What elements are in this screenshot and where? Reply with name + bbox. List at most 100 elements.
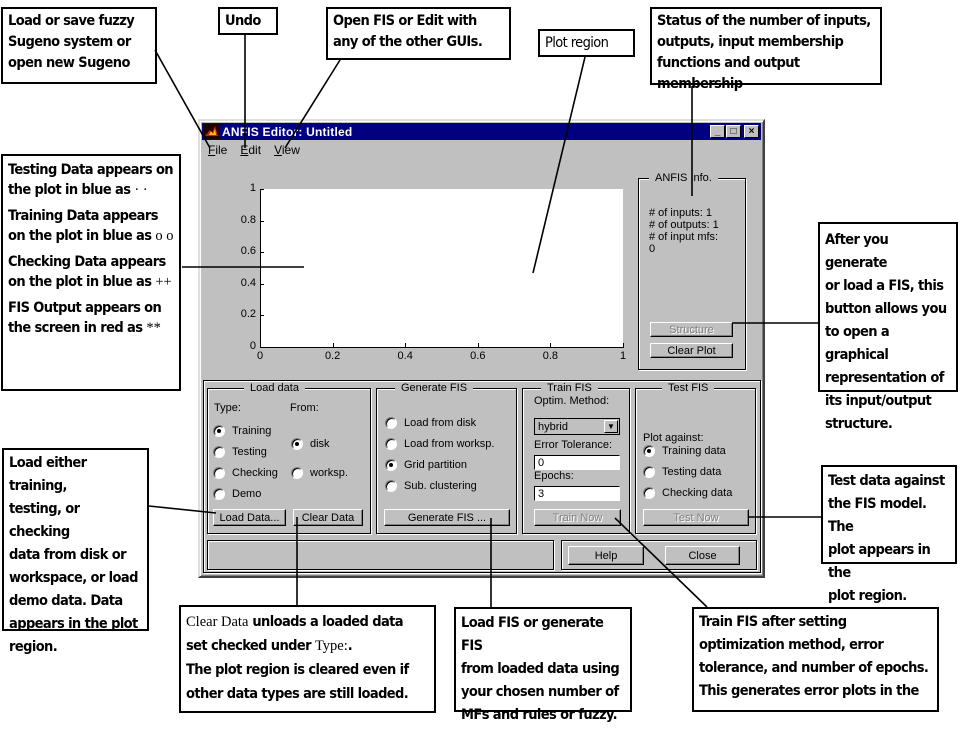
legend-text: Training Data appears on the plot in blu… — [8, 208, 158, 244]
y-tick-label: 0.6 — [240, 245, 256, 258]
radio-type-training[interactable]: Training — [213, 425, 271, 437]
callout-line: its input/output — [825, 393, 932, 409]
test-now-button[interactable]: Test Now — [643, 509, 749, 526]
radio-type-demo[interactable]: Demo — [213, 488, 261, 500]
legend-checking: Checking Data appears on the plot in blu… — [8, 252, 174, 292]
load-data-button[interactable]: Load Data... — [213, 509, 286, 526]
radio-checking-data[interactable]: Checking data — [643, 487, 732, 499]
radio-dot — [385, 438, 397, 450]
close-icon: × — [748, 126, 755, 137]
radio-label: Training — [232, 425, 272, 437]
callout-test-fis: Test data against the FIS model. The plo… — [821, 465, 957, 604]
generate-fis-button[interactable]: Generate FIS ... — [384, 509, 510, 526]
callout-line: from loaded data using — [461, 661, 620, 677]
y-tick-label: 0.4 — [240, 276, 256, 289]
radio-training-data[interactable]: Training data — [643, 445, 726, 457]
x-tick — [260, 343, 261, 347]
structure-button[interactable]: Structure — [650, 322, 733, 337]
callout-load-data: Load either training, testing, or checki… — [2, 448, 149, 655]
callout-line: or load a FIS, this — [825, 278, 944, 294]
radio-label: Load from disk — [404, 417, 477, 429]
callout-line: button allows you — [825, 301, 947, 317]
callout-line: to open a graphical — [825, 324, 890, 363]
menu-label: dit — [248, 143, 262, 157]
close-window-button[interactable]: × — [744, 125, 759, 138]
info-input-mfs-value: 0 — [649, 243, 656, 255]
radio-from-disk[interactable]: disk — [291, 438, 330, 450]
clear-plot-button[interactable]: Clear Plot — [650, 343, 733, 358]
matlab-logo-icon — [204, 124, 219, 139]
dropdown-arrow-icon[interactable]: ▼ — [604, 420, 618, 433]
radio-load-from-workspace[interactable]: Load from worksp. — [385, 438, 494, 450]
optim-method-select[interactable]: hybrid ▼ — [534, 418, 620, 435]
radio-dot — [385, 459, 397, 471]
y-tick — [260, 347, 264, 348]
callout-line: Open FIS or Edit with — [333, 13, 477, 29]
plot-against-label: Plot against: — [643, 432, 704, 444]
menu-view[interactable]: View — [274, 143, 300, 157]
radio-dot — [291, 467, 303, 479]
radio-type-testing[interactable]: Testing — [213, 446, 267, 458]
anfis-info-panel: ANFIS Info. # of inputs: 1 # of outputs:… — [638, 172, 746, 370]
callout-line: region. — [9, 639, 58, 655]
radio-label: Testing data — [662, 466, 722, 478]
title-bar[interactable]: ANFIS Editor: Untitled _ □ × — [202, 123, 761, 140]
callout-line: Load or save fuzzy — [8, 13, 135, 29]
radio-dot — [643, 445, 655, 457]
info-inputs: # of inputs: 1 — [649, 207, 712, 219]
train-fis-title: Train FIS — [541, 382, 598, 394]
info-outputs: # of outputs: 1 — [649, 219, 719, 231]
x-tick — [623, 343, 624, 347]
callout-line: structure. — [825, 416, 893, 432]
radio-from-workspace[interactable]: worksp. — [291, 467, 348, 479]
legend-training: Training Data appears on the plot in blu… — [8, 206, 174, 246]
help-button[interactable]: Help — [568, 546, 644, 565]
callout-text: unloads a loaded data — [248, 614, 404, 630]
epochs-input[interactable]: 3 — [534, 486, 620, 501]
radio-grid-partition[interactable]: Grid partition — [385, 459, 467, 471]
callout-line: Undo — [225, 13, 261, 29]
callout-line: your chosen number of — [461, 684, 619, 700]
callout-text: set checked under — [186, 638, 315, 654]
radio-load-from-disk[interactable]: Load from disk — [385, 417, 476, 429]
train-now-button[interactable]: Train Now — [534, 509, 621, 526]
x-tick-label: 0.2 — [324, 350, 341, 362]
radio-label: Demo — [232, 488, 262, 500]
menu-bar: File Edit View — [208, 143, 300, 157]
radio-type-checking[interactable]: Checking — [213, 467, 278, 479]
radio-label: Grid partition — [404, 459, 467, 471]
anfis-info-title: ANFIS Info. — [649, 172, 718, 184]
callout-file-menu: Load or save fuzzy Sugeno system or open… — [1, 7, 157, 84]
callout-line: testing, or checking — [9, 501, 80, 540]
menu-file[interactable]: File — [208, 143, 227, 157]
callout-view-menu: Open FIS or Edit with any of the other G… — [326, 7, 511, 60]
radio-testing-data[interactable]: Testing data — [643, 466, 721, 478]
y-tick — [260, 189, 264, 190]
clear-data-button[interactable]: Clear Data — [293, 509, 363, 526]
maximize-button[interactable]: □ — [726, 125, 741, 138]
callout-line: optimization method, error — [699, 637, 884, 653]
menu-label: iew — [281, 143, 300, 157]
x-tick — [550, 343, 552, 347]
callout-line: any of the other GUIs. — [333, 34, 483, 50]
legend-text: Checking Data appears on the plot in blu… — [8, 254, 166, 290]
x-tick-label: 0 — [256, 350, 264, 362]
callout-generate-fis: Load FIS or generate FIS from loaded dat… — [454, 607, 632, 723]
callout-line: outputs, input membership — [657, 34, 844, 50]
y-tick — [260, 252, 264, 254]
menu-edit[interactable]: Edit — [240, 143, 261, 157]
radio-sub-clustering[interactable]: Sub. clustering — [385, 480, 477, 492]
minimize-icon: _ — [714, 126, 721, 137]
minimize-button[interactable]: _ — [710, 125, 725, 138]
close-button[interactable]: Close — [665, 546, 740, 565]
callout-clear-data: Clear Data unloads a loaded data set che… — [179, 605, 436, 713]
radio-label: Testing — [232, 446, 267, 458]
callout-line: appears in the plot — [9, 616, 138, 632]
radio-label: Checking data — [662, 487, 733, 499]
callout-line: After you generate — [825, 232, 889, 271]
radio-dot — [213, 425, 225, 437]
legend-testing: Testing Data appears on the plot in blue… — [8, 160, 174, 200]
callout-line: other data types are still loaded. — [186, 686, 409, 702]
radio-dot — [213, 446, 225, 458]
error-tolerance-input[interactable]: 0 — [534, 455, 620, 470]
